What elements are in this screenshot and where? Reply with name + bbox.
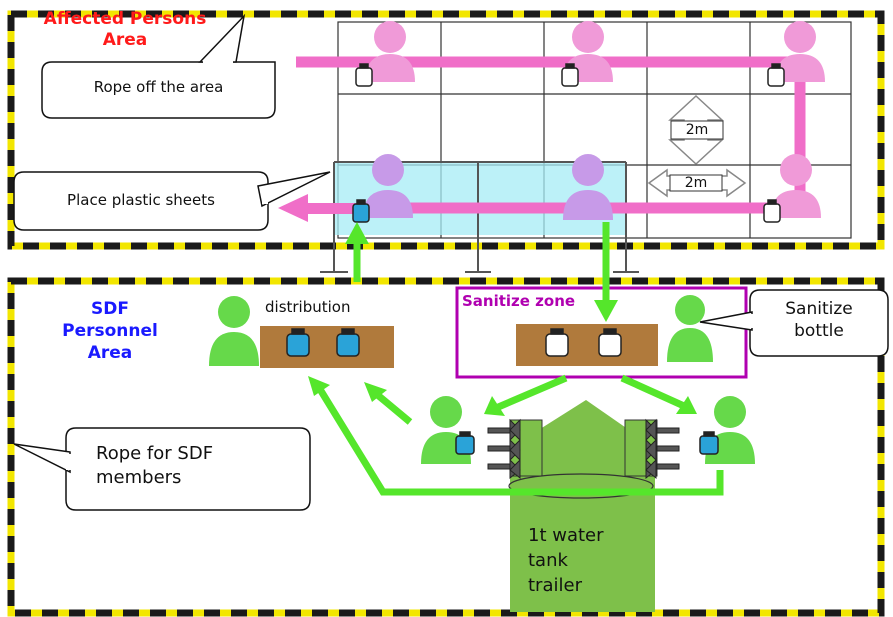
sanitize-zone-label: Sanitize zone bbox=[462, 292, 576, 310]
water-container-icon bbox=[763, 199, 781, 223]
distribution-table bbox=[260, 326, 394, 368]
callout-sanitize-bottle-line2: bottle bbox=[794, 321, 844, 341]
sdf-area-title: SDF Personnel Area bbox=[60, 298, 160, 364]
trailer-label: 1t water tank trailer bbox=[528, 523, 604, 598]
sdf-area-border bbox=[7, 277, 885, 617]
callout-rope-sdf-line2: members bbox=[96, 467, 182, 488]
distance-label-vertical: 2m bbox=[685, 122, 709, 138]
callout-rope-off-text: Rope off the area bbox=[93, 78, 224, 96]
water-container-icon bbox=[767, 63, 785, 87]
person-icon bbox=[775, 21, 825, 82]
trailer-label-line2: tank bbox=[528, 550, 568, 571]
trailer-label-line3: trailer bbox=[528, 575, 582, 596]
sdf-area-title-line2: Personnel bbox=[62, 321, 158, 341]
callout-sanitize-bottle-text: Sanitize bottle bbox=[750, 298, 888, 342]
person-icon bbox=[209, 296, 259, 366]
distance-marker-horizontal bbox=[647, 168, 747, 198]
person-icon bbox=[563, 154, 613, 220]
person-icon bbox=[771, 154, 821, 218]
affected-area-title-line2: Area bbox=[102, 30, 148, 50]
callout-rope-sdf-text: Rope for SDF members bbox=[96, 442, 213, 490]
water-container-icon bbox=[699, 431, 719, 455]
callout-sanitize-bottle bbox=[699, 289, 889, 357]
distribution-label: distribution bbox=[265, 298, 351, 316]
person-icon bbox=[667, 295, 713, 362]
person-icon bbox=[363, 154, 413, 218]
flow-arrowheads bbox=[308, 222, 697, 416]
callout-rope-sdf bbox=[13, 427, 311, 511]
water-container-icon bbox=[598, 328, 622, 357]
trailer-label-line1: 1t water bbox=[528, 525, 604, 546]
water-container-icon bbox=[561, 63, 579, 87]
faucet-icon bbox=[645, 418, 680, 480]
water-container-icon bbox=[355, 63, 373, 87]
flow-arrows bbox=[315, 222, 724, 496]
sdf-area-title-line3: Area bbox=[87, 343, 133, 363]
callout-sanitize-bottle-line1: Sanitize bbox=[785, 299, 853, 319]
sanitize-table bbox=[516, 324, 658, 366]
queue-exit-arrow-shaft bbox=[306, 203, 362, 214]
distance-label-horizontal: 2m bbox=[684, 175, 708, 191]
affected-area-title: Affected Persons Area bbox=[0, 9, 250, 51]
sdf-area-title-line1: SDF bbox=[91, 299, 129, 319]
affected-area-border bbox=[7, 10, 885, 250]
callout-plastic-sheets bbox=[13, 171, 331, 231]
sanitize-zone-box bbox=[455, 286, 748, 379]
distance-marker-vertical bbox=[668, 94, 724, 166]
affected-area-title-line1: Affected Persons bbox=[43, 9, 207, 29]
queue-exit-arrow bbox=[278, 194, 308, 222]
callout-rope-sdf-line1: Rope for SDF bbox=[96, 443, 214, 464]
water-container-icon bbox=[545, 328, 569, 357]
water-container-icon bbox=[455, 431, 475, 455]
water-container-icon bbox=[336, 328, 360, 357]
faucet-icon bbox=[487, 418, 521, 480]
water-container-icon bbox=[352, 199, 370, 223]
callout-plastic-sheets-text: Place plastic sheets bbox=[67, 191, 215, 209]
callout-rope-off bbox=[41, 13, 276, 119]
water-container-icon bbox=[286, 328, 310, 357]
person-icon bbox=[365, 21, 415, 82]
